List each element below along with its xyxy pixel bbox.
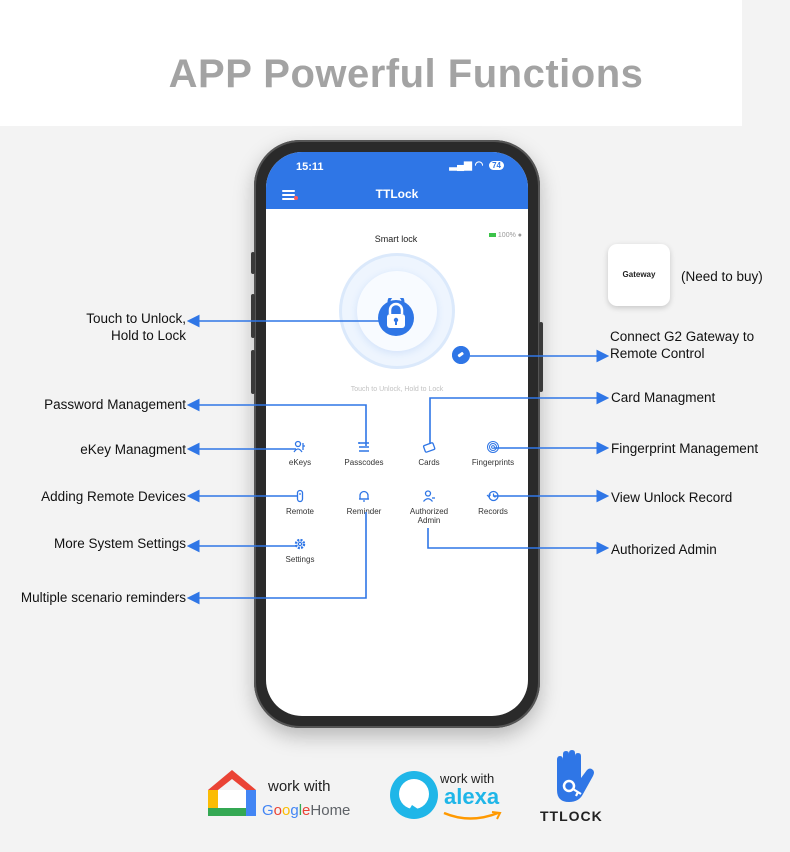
notification-dot-icon [294,196,298,200]
amazon-smile-icon [443,811,502,820]
label-gateway-line1: Connect G2 Gateway to [610,329,755,344]
admin-icon [422,490,435,502]
label-ekey: eKey Managment [80,442,186,457]
tile-cards[interactable]: Cards [399,440,459,467]
history-icon [486,490,499,502]
tile-ekeys[interactable]: eKeys [270,440,330,467]
tile-remote[interactable]: Remote [270,489,330,516]
alexa-text: alexa [444,784,500,809]
menu-icon[interactable] [282,190,298,200]
gateway-device-label: Gateway [622,270,656,279]
ttlock-hand-logo-icon [557,750,594,802]
label-settings: More System Settings [53,536,186,551]
phone-screen: 15:11 ▂▄▆ ◠ 74 TTLock Smart lock 100% ● … [266,152,528,716]
tile-passcodes[interactable]: Passcodes [334,440,394,467]
gear-icon [294,538,306,550]
alexa-logo-icon [390,771,438,819]
google-work-with: work with [268,778,331,795]
label-need-to-buy: (Need to buy) [681,269,763,284]
google-home-text: GoogleHome [262,802,351,819]
label-touch-unlock: Touch to Unlock, Hold to Lock [86,310,186,344]
label-unlock-record: View Unlock Record [611,490,733,505]
lock-name: Smart lock [374,234,418,244]
battery-level-icon [488,233,496,238]
wifi-icon: ◠ [474,160,484,171]
phone-volume-down-button [251,350,255,394]
key-person-icon [293,440,305,453]
tile-records[interactable]: Records [463,489,523,516]
gateway-device-image: Gateway [608,244,670,306]
info-icon: ● [517,232,522,239]
tile-fingerprints[interactable]: Fingerprints [463,440,523,467]
remote-icon [296,489,304,503]
label-password: Password Management [44,397,186,412]
label-reminders: Multiple scenario reminders [20,590,186,605]
ttlock-text: TTLOCK [540,808,603,824]
google-home-google: G [262,802,274,819]
phone-volume-up-button [251,294,255,338]
remote-control-icon[interactable] [452,346,470,364]
label-admin: Authorized Admin [611,542,717,557]
label-remote: Adding Remote Devices [41,489,186,504]
lock-battery: 100% ● [488,232,522,239]
label-fingerprint: Fingerprint Management [611,441,759,456]
status-time: 15:11 [296,161,324,173]
status-icons: ▂▄▆ ◠ 74 [449,160,504,171]
page-title: APP Powerful Functions [168,52,644,96]
battery-badge: 74 [489,161,504,170]
label-gateway-connect: Connect G2 Gateway to Remote Control [610,328,754,362]
label-touch-unlock-line1: Touch to Unlock, [86,311,186,326]
signal-icon: ▂▄▆ [449,160,472,171]
app-title: TTLock [375,187,419,201]
app-header: 15:11 ▂▄▆ ◠ 74 TTLock [266,152,528,209]
label-gateway-line2: Remote Control [610,346,705,361]
padlock-icon[interactable] [376,298,416,338]
bell-icon [359,490,369,502]
label-card: Card Managment [611,390,716,405]
phone-power-button [539,322,543,392]
list-icon [358,442,369,452]
unlock-hint: Touch to Unlock, Hold to Lock [350,386,444,393]
fingerprint-icon [487,441,499,453]
tile-settings[interactable]: Settings [270,537,330,564]
card-icon [422,442,436,453]
phone-side-button [251,252,255,274]
tile-reminder[interactable]: Reminder [334,489,394,516]
alexa-work-with: work with [440,771,495,786]
header-band [0,0,742,126]
tile-authorized-admin[interactable]: Authorized Admin [399,489,459,525]
label-touch-unlock-line2: Hold to Lock [110,328,186,343]
google-home-logo-icon [208,770,256,816]
